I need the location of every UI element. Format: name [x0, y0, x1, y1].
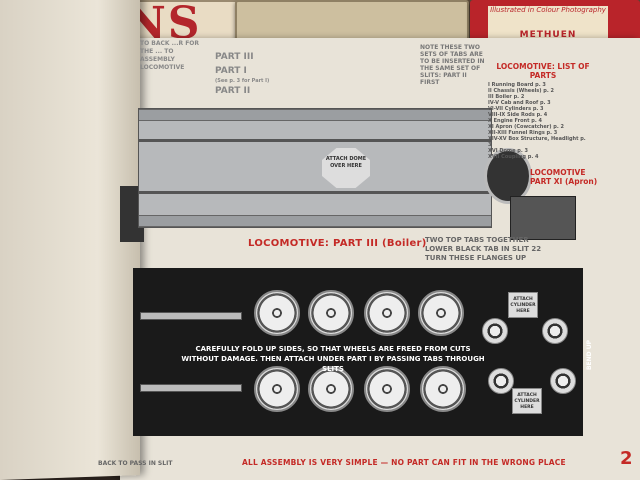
parts-list-item: II Chassis (Wheels) p. 2 [488, 88, 555, 94]
parts-list-item: XI Apron (Cowcatcher) p. 2 [488, 124, 564, 130]
boiler-part: ATTACH DOME OVER HERE [138, 108, 492, 228]
driving-wheel [308, 366, 354, 412]
parts-list-item: XIV-XV Box Structure, Headlight p. 3 [488, 136, 586, 148]
parts-list-item: VI-VII Cylinders p. 3 [488, 106, 544, 112]
side-rod [140, 384, 242, 392]
tabs-note: NOTE THESE TWO SETS OF TABS ARE TO BE IN… [420, 44, 485, 86]
locomotive-part-xi-label: LOCOMOTIVE PART XI (Apron) [530, 168, 598, 186]
apron-piece [510, 196, 576, 240]
driving-wheel [418, 290, 464, 336]
bend-up-label: BEND UP [586, 340, 593, 371]
parts-list-item: XII-XIII Funnel Rings p. 3 [488, 130, 558, 136]
driving-wheel [420, 366, 466, 412]
part-ii-label: PART II [215, 86, 251, 96]
attach-cylinder-label: ATTACH CYLINDER HERE [508, 292, 538, 318]
pony-wheel [542, 318, 568, 344]
pony-wheel [482, 318, 508, 344]
parts-list-item: VIII-IX Side Rods p. 4 [488, 112, 548, 118]
methuen-publisher: METHUEN [519, 30, 577, 40]
parts-list: I Running Board p. 3 II Chassis (Wheels)… [488, 82, 588, 160]
pony-wheel [550, 368, 576, 394]
parts-list-item: XVII Coupling p. 4 [488, 154, 539, 160]
part-iii-label: PART III [215, 52, 254, 62]
parts-list-item: III Boiler p. 2 [488, 94, 525, 100]
fold-instructions: CAREFULLY FOLD UP SIDES, SO THAT WHEELS … [181, 345, 485, 373]
driving-wheel [254, 366, 300, 412]
boiler-rail [139, 191, 491, 194]
attach-dome-label: ATTACH DOME OVER HERE [322, 148, 370, 188]
parts-list-item: I Running Board p. 3 [488, 82, 546, 88]
parts-list-title: LOCOMOTIVE: LIST OF PARTS [496, 62, 590, 80]
back-note: BACK TO PASS IN SLIT [98, 460, 173, 467]
page-number: 2 [620, 448, 633, 469]
parts-list-item: IV-V Cab and Roof p. 3 [488, 100, 551, 106]
parts-list-item: XVI Dome p. 3 [488, 148, 528, 154]
driving-wheel [308, 290, 354, 336]
boiler-band-top [139, 109, 491, 121]
boiler-rail [139, 139, 491, 142]
instruction-top-left: TO BACK ...R FOR THE ... TO ASSEMBLY LOC… [140, 40, 200, 71]
methuen-label-text: Illustrated in Colour Photography [490, 6, 606, 14]
driving-wheel [364, 290, 410, 336]
boiler-band-bottom [139, 215, 491, 227]
driving-wheel [364, 366, 410, 412]
assembly-note: ALL ASSEMBLY IS VERY SIMPLE — NO PART CA… [242, 458, 566, 467]
funnel-piece [484, 148, 532, 204]
left-page [0, 0, 140, 480]
driving-wheel [254, 290, 300, 336]
pony-wheel [488, 368, 514, 394]
part-i-label: PART I [215, 66, 247, 76]
attach-cylinder-label: ATTACH CYLINDER HERE [512, 388, 542, 414]
side-rod [140, 312, 242, 320]
parts-list-item: X Engine Front p. 4 [488, 118, 542, 124]
tabs-together-note: TWO TOP TABS TOGETHER LOWER BLACK TAB IN… [425, 236, 542, 262]
part-i-sub: (See p. 3 for Part I) [215, 78, 270, 84]
boiler-caption: LOCOMOTIVE: PART III (Boiler) [248, 238, 427, 249]
